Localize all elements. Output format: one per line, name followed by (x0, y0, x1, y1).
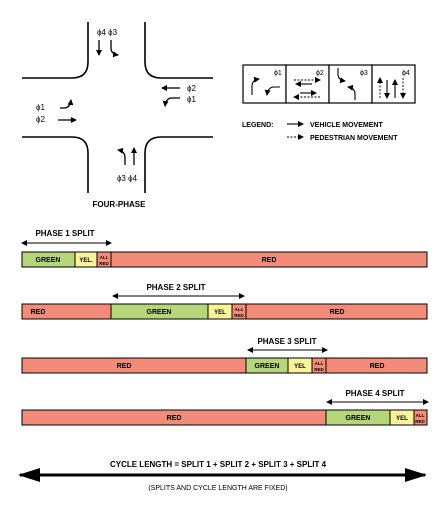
phase-box-3-label: ϕ3 (360, 70, 368, 77)
curb-se (144, 136, 213, 193)
phase-2-all-red-label-1: ALL (235, 307, 244, 312)
east-phase-label-2: ϕ1 (187, 95, 196, 104)
phase-3-red-bar-left (21, 357, 247, 374)
phase-4-all-red-label-1: ALL (416, 413, 425, 418)
phase-4-all-red-label-2: RED (415, 419, 425, 424)
legend-title: LEGEND: (242, 122, 274, 129)
south-phase-label: ϕ3 ϕ4 (117, 174, 138, 183)
phase-4-all-red-bar (413, 409, 428, 426)
phase-box-4 (371, 64, 416, 104)
cycle-length-note: (SPLITS AND CYCLE LENGTH ARE FIXED) (148, 485, 287, 492)
phase-2-red-bar-right (245, 303, 428, 320)
phase-1-all-red-label-2: RED (99, 261, 109, 266)
intersection: ϕ4 ϕ3 ϕ2 ϕ1 ϕ1 ϕ2 ϕ3 ϕ4 FOUR-PHASE (22, 22, 213, 209)
curb-ne (144, 22, 213, 79)
phase-1-left-turn-icon-2 (264, 86, 280, 96)
phase-boxes: ϕ1 ϕ2 ϕ3 ϕ4 (242, 64, 416, 104)
phase-1-left-turn-icon (251, 76, 260, 95)
phase-2-green-label: GREEN (147, 309, 172, 316)
phase-4-red-label: RED (167, 415, 182, 422)
legend: LEGEND: VEHICLE MOVEMENT PEDESTRIAN MOVE… (242, 121, 398, 142)
phase-3-all-red-label-2: RED (314, 367, 324, 372)
phase-1-all-red-label-1: ALL (100, 255, 109, 260)
phase-1-red-label: RED (262, 257, 277, 264)
north-phase-label: ϕ4 ϕ3 (97, 28, 118, 37)
phase-1-green-label: GREEN (36, 257, 61, 264)
legend-pedestrian-label: PEDESTRIAN MOVEMENT (310, 135, 398, 142)
phase-4-timeline: PHASE 4 SPLIT RED GREEN YEL ALL RED (21, 389, 429, 426)
phase-box-2-label: ϕ2 (316, 70, 324, 77)
phase-box-1-label: ϕ1 (274, 70, 282, 77)
phase-3-green-label: GREEN (255, 363, 280, 370)
phase-1-timeline: PHASE 1 SPLIT GREEN YEL. ALL RED RED (21, 229, 428, 268)
phase-3-split-label: PHASE 3 SPLIT (257, 337, 316, 346)
phase-4-split-label: PHASE 4 SPLIT (345, 389, 404, 398)
phase-3-left-turn-icon-2 (347, 84, 356, 100)
east-left-turn-arrow (162, 97, 180, 107)
phase-1-yellow-label: YEL. (79, 258, 93, 264)
phase-4-yellow-label: YEL (396, 416, 408, 422)
phase-3-left-turn-icon (337, 68, 346, 84)
east-phase-label-1: ϕ2 (187, 84, 196, 93)
phase-4-green-label: GREEN (346, 415, 371, 422)
phase-1-red-bar (110, 251, 428, 268)
cycle-length: CYCLE LENGTH = SPLIT 1 + SPLIT 2 + SPLIT… (18, 460, 427, 492)
curb-nw (22, 22, 89, 79)
intersection-caption: FOUR-PHASE (93, 200, 147, 209)
phase-3-timeline: PHASE 3 SPLIT RED GREEN YEL ALL RED RED (21, 337, 428, 374)
phase-3-yellow-label: YEL (294, 364, 306, 370)
west-phase-label-1: ϕ1 (36, 103, 45, 112)
phase-box-4-label: ϕ4 (402, 70, 410, 77)
phase-3-red-label-left: RED (117, 363, 132, 370)
phase-box-3 (328, 64, 373, 104)
phase-2-split-label: PHASE 2 SPLIT (146, 283, 205, 292)
phase-2-red-label-right: RED (330, 309, 345, 316)
phase-1-split-label: PHASE 1 SPLIT (35, 229, 94, 238)
cycle-length-label: CYCLE LENGTH = SPLIT 1 + SPLIT 2 + SPLIT… (110, 460, 327, 469)
phase-2-all-red-label-2: RED (234, 313, 244, 318)
phase-2-yellow-label: YEL (214, 310, 226, 316)
phase-3-all-red-label-1: ALL (315, 361, 324, 366)
west-phase-label-2: ϕ2 (36, 115, 45, 124)
curb-sw (22, 136, 89, 193)
phase-3-red-label-right: RED (370, 363, 385, 370)
phase-2-timeline: PHASE 2 SPLIT RED GREEN YEL ALL RED RED (21, 283, 428, 320)
south-left-turn-arrow (117, 147, 126, 165)
phase-2-red-label-left: RED (31, 309, 46, 316)
west-left-turn-arrow (60, 99, 74, 109)
phase-box-1 (242, 64, 287, 104)
phase-3-red-bar-right (325, 357, 428, 374)
legend-vehicle-label: VEHICLE MOVEMENT (310, 122, 383, 129)
north-left-turn-arrow (110, 40, 119, 58)
